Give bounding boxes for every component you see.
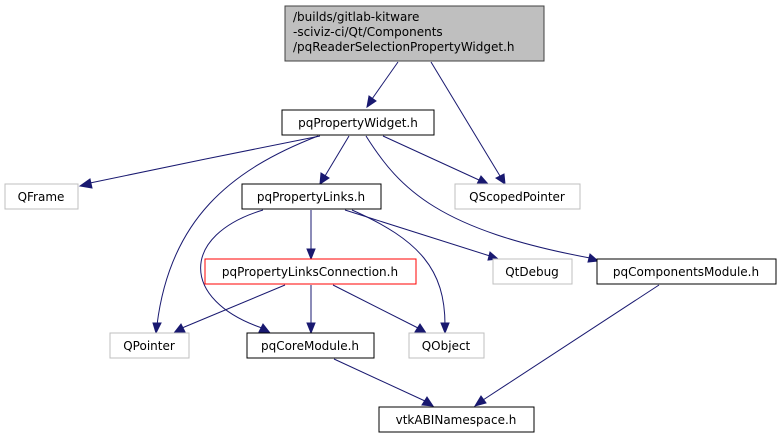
arrow-head: [587, 253, 600, 263]
node-QtDebug[interactable]: QtDebug: [492, 258, 573, 285]
edge-pqPropertyWidget-QFrame: [89, 135, 321, 184]
arrow-head: [414, 323, 427, 334]
arrow-head: [306, 322, 316, 335]
edge-root-pqPropertyWidget: [371, 61, 399, 100]
node-pqPropertyLinksConnection[interactable]: pqPropertyLinksConnection.h: [204, 258, 417, 285]
node-pqPropertyLinks[interactable]: pqPropertyLinks.h: [241, 183, 382, 210]
edge-pqPropertyLinksConnection-QObject: [332, 284, 419, 329]
node-label: pqPropertyLinksConnection.h: [222, 265, 398, 279]
node-label: pqPropertyLinks.h: [257, 190, 365, 204]
node-label: vtkABINamespace.h: [396, 413, 517, 427]
node-label: pqPropertyWidget.h: [298, 116, 418, 130]
arrow-head: [78, 178, 93, 189]
node-vtkABINamespace[interactable]: vtkABINamespace.h: [378, 406, 535, 433]
arrow-head: [306, 248, 316, 261]
node-QScopedPointer[interactable]: QScopedPointer: [454, 183, 581, 210]
arrow-head: [366, 95, 377, 109]
edge-pqPropertyWidget-QPointer: [156, 135, 319, 326]
edge-pqPropertyLinksConnection-QPointer: [181, 284, 286, 329]
arrow-head: [152, 322, 162, 335]
arrow-head: [473, 395, 487, 407]
edge-root-QScopedPointer: [430, 61, 501, 177]
node-label: QScopedPointer: [469, 190, 565, 204]
edge-pqCoreModule-vtkABINamespace: [333, 358, 426, 402]
arrow-head: [476, 175, 490, 185]
node-root-line-3: /pqReaderSelectionPropertyWidget.h: [293, 40, 515, 54]
node-pqComponentsModule[interactable]: pqComponentsModule.h: [596, 258, 777, 285]
arrow-head: [421, 396, 434, 407]
node-label: pqComponentsModule.h: [613, 265, 759, 279]
edge-pqComponentsModule-vtkABINamespace: [482, 284, 660, 401]
edge-pqPropertyWidget-QScopedPointer: [382, 135, 480, 181]
node-QFrame[interactable]: QFrame: [4, 183, 79, 210]
arrow-head: [440, 322, 450, 335]
node-label: QtDebug: [505, 265, 559, 279]
node-root[interactable]: /builds/gitlab-kitware -sciviz-ci/Qt/Com…: [284, 5, 545, 62]
node-label: pqCoreModule.h: [261, 339, 359, 353]
node-QObject[interactable]: QObject: [408, 332, 485, 359]
node-label: QPointer: [123, 339, 175, 353]
node-root-line-2: -sciviz-ci/Qt/Components: [293, 25, 443, 39]
node-pqCoreModule[interactable]: pqCoreModule.h: [246, 332, 375, 359]
arrow-head: [495, 173, 506, 186]
arrow-head: [172, 323, 186, 334]
node-QPointer[interactable]: QPointer: [109, 332, 190, 359]
arrow-head: [258, 323, 272, 334]
edge-pqPropertyLinks-pqCoreModule: [200, 209, 264, 329]
node-root-line-1: /builds/gitlab-kitware: [293, 10, 419, 24]
edge-pqPropertyWidget-pqPropertyLinks: [324, 135, 350, 177]
edge-pqPropertyWidget-pqComponentsModule: [365, 135, 591, 259]
node-label: QFrame: [18, 190, 65, 204]
node-pqPropertyWidget[interactable]: pqPropertyWidget.h: [281, 109, 435, 136]
edge-pqPropertyLinks-QObject: [351, 209, 446, 326]
arrow-head: [319, 172, 330, 185]
node-label: QObject: [422, 339, 471, 353]
